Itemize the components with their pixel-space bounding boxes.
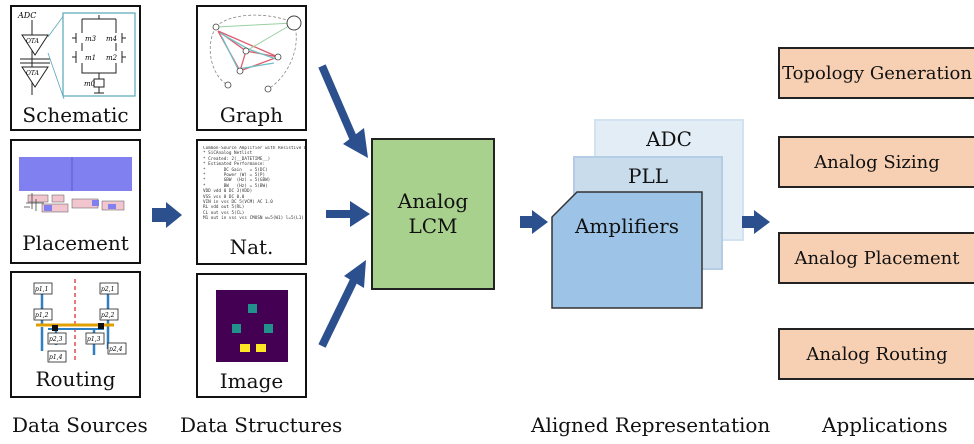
schematic-panel: ADC OTA OTA m3 m4 m1 m2 m0 Schematic: [10, 5, 141, 131]
graph-drawing: [209, 14, 302, 93]
analog-lcm-box: Analog LCM: [371, 138, 495, 290]
data-sources-title: Data Sources: [12, 413, 148, 437]
placement-drawing: [19, 157, 132, 213]
graph-label: Graph: [219, 103, 284, 127]
netlist-line: * DC Gain = 5(DC): [203, 167, 268, 173]
model-line-1: Analog: [397, 189, 469, 213]
ota-bottom-symbol: [21, 66, 49, 88]
applications-title: Applications: [822, 413, 948, 437]
pin-p14: p1,4: [49, 354, 63, 361]
app-analog-placement: Analog Placement: [778, 232, 974, 284]
netlist-line: Common-Source Amplifier with Resistive L: [203, 146, 305, 151]
placement-label: Placement: [22, 231, 129, 255]
schematic-ota-1-label: OTA: [26, 38, 40, 45]
netlist-panel: Common-Source Amplifier with Resistive L…: [196, 139, 307, 265]
adc-layer-label: ADC: [646, 127, 692, 151]
netlist-line: VIN in vss DC 5(VCM) AC 1.0: [203, 200, 273, 206]
schematic-zoom-box: [62, 12, 136, 97]
pin-p23: p2,3: [49, 336, 63, 343]
app-analog-routing: Analog Routing: [778, 328, 974, 380]
routing-panel: p1,1 p2,1 p1,2 p2,2 p2,3 p1,3 p1,4 p2,4 …: [10, 271, 141, 398]
routing-drawing: p1,1 p2,1 p1,2 p2,2 p2,3 p1,3 p1,4 p2,4: [33, 279, 127, 363]
transistor-label-m3: m3: [85, 35, 97, 43]
netlist-line: * Created: 2(__DATETIME__): [203, 156, 271, 162]
arrow-aligned-to-applications: [742, 210, 770, 234]
netlist-line: CL out vss 5(CL): [203, 210, 245, 216]
pin-p22: p2,2: [101, 312, 115, 319]
routing-label: Routing: [35, 367, 116, 391]
amplifiers-layer-label: Amplifiers: [574, 214, 679, 238]
ota-top-symbol: [21, 34, 49, 56]
placement-panel: Placement: [10, 139, 141, 264]
app-analog-sizing: Analog Sizing: [778, 136, 974, 188]
netlist-line: * BW (Hz) = 5(BW): [203, 183, 268, 189]
schematic-label: Schematic: [22, 103, 129, 127]
pin-p21: p2,1: [101, 286, 114, 293]
netlist-line: * SiCAnalog Netlist: [203, 151, 253, 157]
nat-lang-label: Nat. Lang.: [198, 235, 305, 263]
image-label: Image: [219, 369, 284, 393]
transistor-label-m2: m2: [106, 54, 118, 62]
pin-p13: p1,3: [87, 336, 101, 343]
graph-panel: Graph: [196, 5, 307, 131]
app-topology-generation: Topology Generation: [778, 47, 974, 99]
netlist-line: * Estimated Performance:: [203, 162, 266, 168]
netlist-line: VSS vss 0 DC 0.0: [203, 194, 245, 200]
aligned-representation-title: Aligned Representation: [531, 413, 771, 437]
netlist-text: Common-Source Amplifier with Resistive L…: [203, 146, 305, 222]
netlist-line: * GBW (Hz) = 5(GBW): [203, 178, 271, 184]
image-thumbnail: [216, 290, 288, 362]
amplifiers-layer: [551, 191, 703, 309]
transistor-label-m1: m1: [85, 54, 96, 62]
arrow-sources-to-structures: [152, 202, 182, 228]
schematic-ota-2-label: OTA: [26, 70, 40, 77]
arrows-structures-to-model: [318, 64, 370, 348]
transistor-label-m4: m4: [106, 35, 117, 43]
transistor-label-m0: m0: [84, 80, 96, 88]
model-line-2: LCM: [408, 214, 458, 238]
netlist-line: RL vdd out 5(RL): [203, 205, 245, 211]
pin-p11: p1,1: [35, 286, 48, 293]
netlist-line: * Power (W) = 5(P): [203, 173, 266, 179]
data-structures-title: Data Structures: [180, 413, 343, 437]
schematic-adc-text: ADC: [17, 11, 36, 20]
image-panel: Image: [196, 273, 307, 398]
schematic-drawing: ADC OTA OTA m3 m4 m1 m2 m0: [17, 11, 136, 99]
netlist-line: VDD vdd 0 DC 3(VDD): [203, 189, 253, 195]
placement-block-large: [19, 157, 132, 191]
netlist-line: M1 out in vss vss CMOSN w=5(W1) l=5(L1): [203, 216, 304, 222]
pin-p24: p2,4: [109, 346, 123, 353]
pll-layer-label: PLL: [627, 164, 669, 188]
pin-p12: p1,2: [35, 312, 49, 319]
arrow-model-to-aligned: [520, 210, 548, 234]
